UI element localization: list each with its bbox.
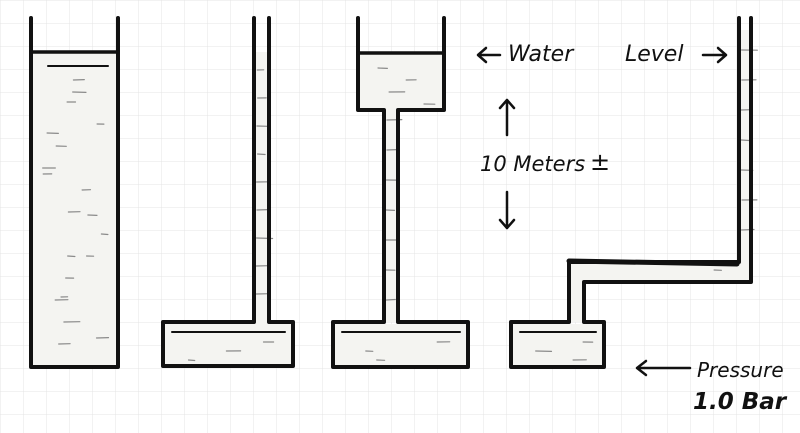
vessel-reservoir-pipe: [331, 16, 470, 369]
water-ripple: [187, 359, 196, 362]
water-ripple: [740, 139, 750, 142]
vessel-narrow-tube: [161, 16, 295, 368]
pressure-arrow: [635, 359, 692, 377]
pressure-label: Pressure: [697, 358, 784, 382]
height-arrow-up: [498, 98, 516, 137]
pressure-value-label: 1.0 Bar: [693, 389, 787, 415]
level-label: Level: [625, 42, 684, 67]
water-level-arrow-right: [701, 46, 728, 64]
water-level-arrow-left: [476, 46, 502, 64]
vessel-wide-column: [29, 16, 120, 369]
plus-minus-label: ±: [590, 148, 611, 176]
water-label: Water: [508, 42, 574, 67]
height-label: 10 Meters: [480, 152, 586, 176]
height-arrow-down: [498, 190, 516, 230]
water-ripple: [257, 153, 266, 156]
water-ripple: [67, 255, 76, 258]
water-ripple: [385, 298, 396, 301]
water-ripple: [100, 233, 109, 236]
vessel-offset-pipe: [509, 16, 758, 369]
